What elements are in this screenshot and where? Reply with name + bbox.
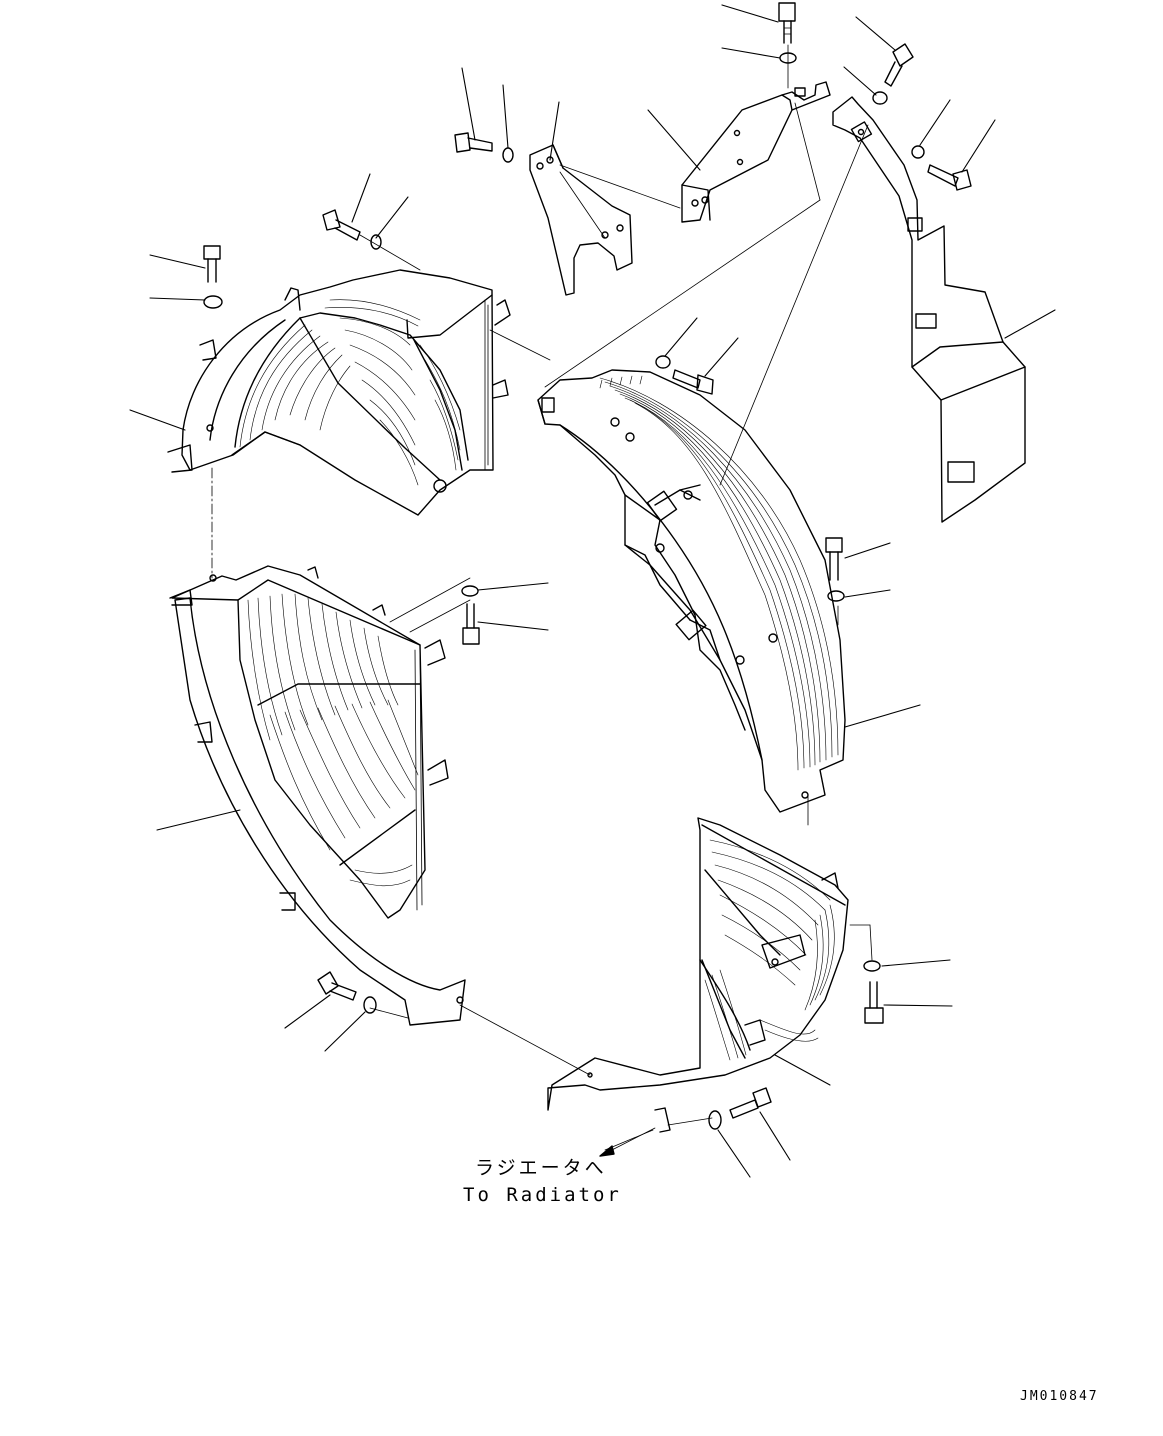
radiator-direction-arrow: [599, 1127, 656, 1157]
drawing-number: JM010847: [1020, 1389, 1099, 1404]
mounting-bracket-center: [681, 81, 831, 223]
washer-center-upper: [655, 355, 671, 369]
bolt-top-vertical: [778, 2, 796, 44]
fan-shroud-upper-left: [167, 269, 511, 516]
washer-top-left: [502, 147, 514, 163]
fan-shroud-lower-right: [547, 817, 849, 1133]
washer-lower-right: [863, 960, 881, 972]
washer-bottom: [708, 1110, 722, 1130]
bolt-right-middle: [825, 537, 843, 581]
bolt-lower-right: [864, 981, 884, 1024]
callout-english-label: To Radiator: [463, 1184, 622, 1206]
assembly-guide-lines: [211, 44, 873, 1151]
washer-top-right: [872, 91, 888, 105]
bolt-top-left: [454, 132, 493, 153]
washer-right-middle: [827, 590, 845, 602]
leader-lines: [129, 4, 1056, 1178]
bolt-bottom: [729, 1087, 772, 1119]
washer-lower-left: [363, 996, 377, 1014]
fan-shroud-lower-left: [169, 565, 466, 1026]
bolt-left-vertical: [203, 245, 221, 283]
washer-right: [911, 145, 925, 159]
washer-left: [203, 295, 223, 309]
bolt-center-upper: [672, 369, 714, 395]
fan-guard-cover-right: [832, 96, 1026, 523]
fan-shroud-upper-right: [537, 369, 846, 813]
bolt-lower-left: [317, 971, 357, 1001]
washer-center-left: [461, 585, 479, 597]
bolt-upper-left: [322, 209, 361, 241]
bolt-top-right: [884, 43, 914, 87]
mounting-bracket-left: [529, 144, 633, 296]
callout-japanese-label: ラジエータへ: [475, 1157, 607, 1179]
bolt-center-left: [462, 603, 480, 645]
washer-upper-left: [370, 234, 382, 250]
